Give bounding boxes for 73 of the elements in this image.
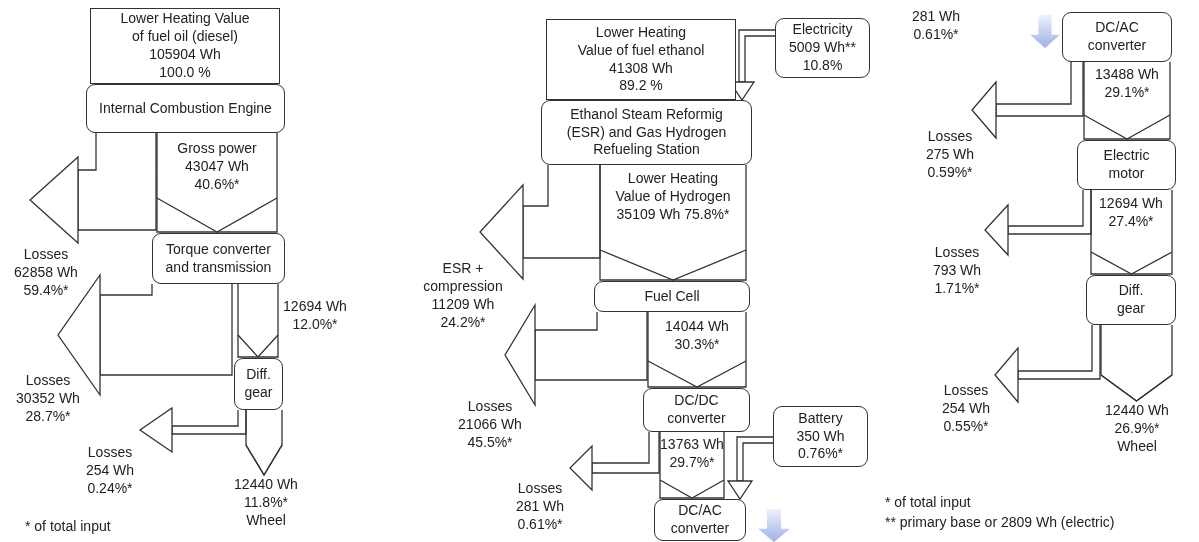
box-label: 100.0 % — [159, 63, 211, 82]
box-label: 105904 Wh — [149, 46, 221, 64]
process-box — [152, 233, 285, 284]
process-box — [234, 358, 283, 410]
flow-band — [659, 431, 725, 499]
loss-label: Losses 275 Wh 0.59%* — [924, 128, 976, 182]
loss-label: Losses 30352 Wh 28.7%* — [15, 372, 81, 426]
loss-label: Losses 21066 Wh 45.5%* — [457, 398, 523, 452]
process-box — [1062, 12, 1172, 62]
process-box — [1077, 140, 1176, 190]
flow-band — [599, 164, 747, 281]
process-box — [654, 499, 746, 541]
value-box — [90, 8, 280, 84]
flow-value-label: Gross power 43047 Wh 40.6%* — [176, 140, 258, 194]
box-label: Diff. gear — [243, 366, 274, 402]
box-label: DC/AC converter — [669, 502, 731, 538]
hollow-arrow — [994, 324, 1101, 403]
box-label: Electric motor — [1102, 147, 1151, 183]
box-label: 89.2 % — [619, 77, 663, 96]
box-label: Torque converter and transmission — [164, 240, 273, 277]
flow-band — [237, 283, 279, 358]
flow-band — [1100, 324, 1173, 402]
box-label: Lower Heating Value of fuel ethanol — [576, 23, 706, 60]
process-box — [643, 388, 750, 432]
box-label: Internal Combustion Engine — [99, 99, 272, 118]
loss-label: Losses 281 Wh 0.61%* — [514, 480, 566, 534]
loss-label: ESR + compression 11209 Wh 24.2%* — [422, 260, 504, 332]
process-box — [773, 406, 868, 467]
loss-label: Losses 62858 Wh 59.4%* — [13, 246, 79, 300]
box-label: Fuel Cell — [644, 287, 700, 306]
loss-label: Losses 254 Wh 0.55%* — [940, 382, 992, 436]
flow-band — [1090, 189, 1173, 275]
process-box — [775, 18, 870, 78]
box-label: 41308 Wh — [609, 59, 673, 78]
loss-label: Losses 793 Wh 1.71%* — [931, 244, 983, 298]
hollow-arrow — [479, 164, 601, 280]
flow-band — [245, 409, 283, 477]
box-label: Lower Heating Value of fuel oil (diesel) — [119, 10, 251, 46]
hollow-arrow — [984, 189, 1092, 256]
flow-value-text: 281 Wh 0.61%* — [910, 8, 962, 44]
hollow-arrow — [29, 132, 157, 244]
box-label: DC/DC converter — [666, 392, 727, 428]
box-label: Battery 350 Wh 0.76%* — [795, 409, 846, 464]
flow-value-label: 12694 Wh 27.4%* — [1098, 195, 1164, 231]
flow-band — [156, 132, 278, 233]
flow-value-label: 13763 Wh 29.7%* — [659, 436, 725, 472]
hollow-arrow — [569, 431, 660, 491]
footnote: ** primary base or 2809 Wh (electric) — [885, 514, 1115, 532]
hollow-arrow — [971, 61, 1084, 139]
flow-value-label: 14044 Wh 30.3%* — [664, 318, 730, 354]
flow-value-label: Lower Heating Value of Hydrogen 35109 Wh 75.8%* — [614, 170, 732, 224]
box-label: Ethanol Steam Reformig (ESR) and Gas Hydrogen Refueling Station — [565, 105, 728, 160]
hollow-arrow — [504, 304, 648, 406]
flow-band — [1083, 61, 1171, 140]
hollow-arrow — [139, 407, 247, 453]
flow-value-label: 13488 Wh 29.1%* — [1094, 66, 1160, 102]
flow-value-text: 12440 Wh 11.8%* Wheel — [231, 476, 301, 530]
box-label: Electricity 5009 Wh** 10.8% — [788, 21, 857, 75]
flow-value-text: 12440 Wh 26.9%* Wheel — [1101, 402, 1173, 456]
box-label: Diff. gear — [1116, 282, 1146, 318]
footnote: * of total input — [885, 494, 971, 512]
process-box — [594, 281, 750, 312]
flow-band — [647, 311, 747, 388]
value-box — [546, 19, 736, 100]
hollow-arrow — [727, 436, 774, 500]
hollow-arrow — [57, 274, 233, 396]
process-box — [541, 100, 752, 165]
process-box — [1086, 275, 1176, 325]
box-label: DC/AC converter — [1086, 19, 1148, 55]
footnote: * of total input — [25, 518, 111, 536]
flow-value-label: 12694 Wh 12.0%* — [282, 298, 348, 334]
process-box — [86, 84, 285, 133]
loss-label: Losses 254 Wh 0.24%* — [84, 444, 136, 498]
